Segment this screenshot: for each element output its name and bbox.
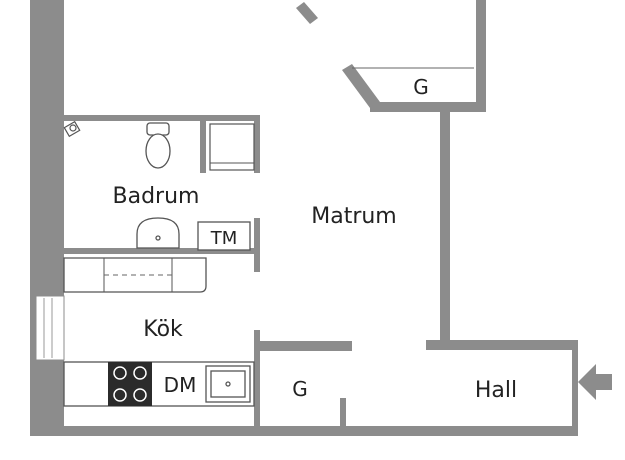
room-label-badrum: Badrum	[113, 184, 200, 209]
tm-label: TM	[210, 228, 238, 249]
dm-label: DM	[164, 373, 197, 397]
wall-bottom	[30, 426, 578, 436]
window-kitchen	[35, 295, 65, 361]
room-label-hall: Hall	[475, 378, 517, 403]
wall-bath-cabinet	[200, 121, 206, 173]
wall-hall-top	[426, 340, 578, 350]
shower-icon	[63, 120, 81, 138]
stove-icon	[108, 362, 152, 406]
tm-box	[197, 221, 251, 251]
interior-walls	[64, 102, 578, 436]
wall-left-kitchen	[30, 296, 36, 360]
wall-closet-top	[254, 341, 352, 351]
wall-closet-right	[340, 398, 346, 436]
wall-bath-top	[64, 115, 260, 121]
outer-walls	[30, 0, 578, 436]
wall-left	[30, 0, 64, 436]
sink-icon	[136, 217, 180, 249]
closet-label-lower: G	[292, 377, 308, 401]
room-label-kok: Kök	[143, 317, 183, 342]
wall-closet-upper-bottom	[370, 102, 486, 112]
wall-matrum-right	[440, 112, 450, 350]
wall-bath-right	[254, 115, 260, 173]
closet-upper	[296, 2, 474, 108]
closet-label-upper: G	[413, 75, 429, 99]
bath-cabinet	[209, 123, 255, 171]
wall-right-lower	[572, 340, 578, 436]
toilet-icon	[145, 122, 171, 169]
kitchen-sink-icon	[205, 365, 251, 403]
room-label-matrum: Matrum	[311, 204, 397, 229]
wall-kitchen-right	[254, 330, 260, 436]
wall-bath-right-lower	[254, 218, 260, 272]
entrance-arrow-icon	[578, 364, 612, 400]
wall-bath-bottom	[64, 248, 260, 254]
wall-top-right	[476, 0, 486, 112]
